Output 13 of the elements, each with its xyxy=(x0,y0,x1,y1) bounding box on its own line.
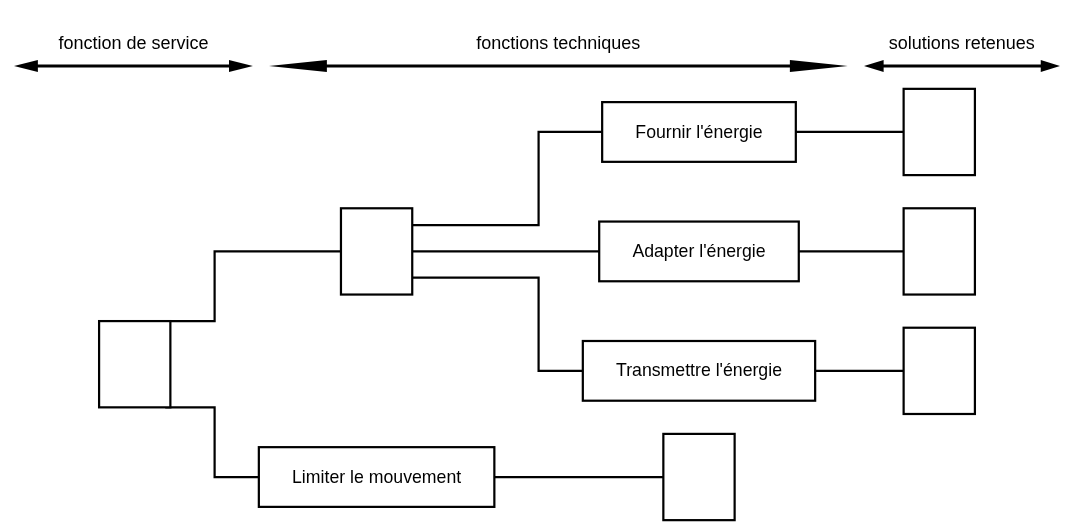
node-box: Fournir l'énergie xyxy=(601,101,797,163)
node-box: Adapter l'énergie xyxy=(598,220,800,283)
node-box xyxy=(662,432,736,522)
node-box xyxy=(902,87,976,177)
node-box xyxy=(98,320,172,409)
node-box: Transmettre l'énergie xyxy=(581,339,817,402)
node-box: Limiter le mouvement xyxy=(257,446,496,508)
node-box xyxy=(902,326,976,416)
node-box xyxy=(902,207,976,296)
column-heading: solutions retenues xyxy=(888,33,1035,54)
column-heading: fonctions techniques xyxy=(476,33,641,54)
column-heading: fonction de service xyxy=(58,33,209,54)
node-box xyxy=(339,207,414,296)
